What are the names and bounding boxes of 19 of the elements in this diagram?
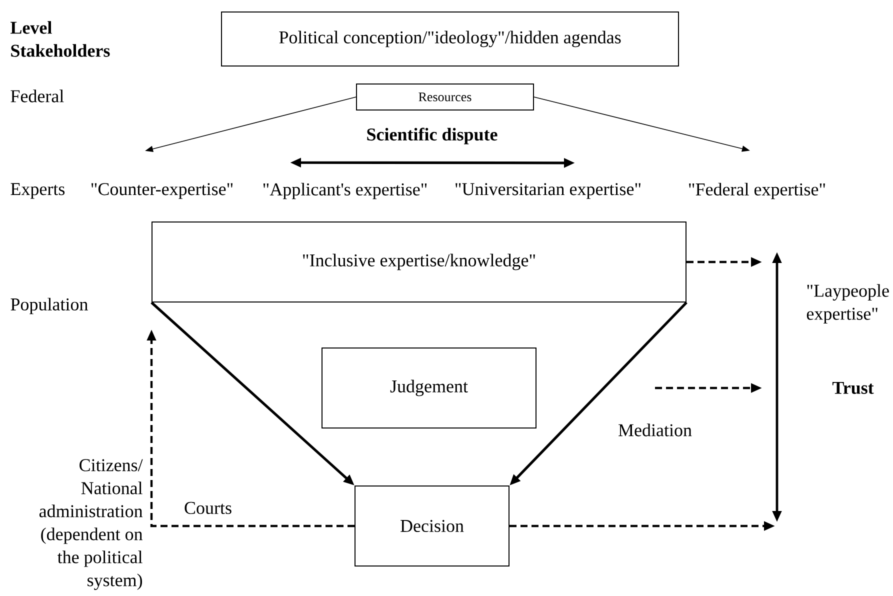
level-label: Population [10, 298, 88, 314]
process-box: "Inclusive expertise/knowledge" [152, 222, 686, 302]
level-label: Federal [10, 90, 64, 102]
process-box: Decision [354, 485, 510, 566]
expertise-text: "Universitarian expertise" [456, 183, 640, 199]
edge-label: Courts [183, 500, 234, 516]
text-label: Trust [832, 382, 874, 394]
expertise-text: "Counter-expertise" [91, 183, 233, 199]
process-box: Political conception/"ideology"/hidden agendas [221, 12, 679, 66]
process-box: Resources [356, 84, 534, 110]
text-label: Level Stakeholders [10, 21, 110, 57]
text-label: Mediation [618, 424, 692, 436]
level-label: "Laypeople expertise" [806, 284, 889, 324]
text-label: Experts [10, 183, 65, 199]
expertise-text: "Applicant's expertise" [263, 182, 427, 200]
process-box: Judgement [322, 347, 536, 428]
text-label: Citizens/ National administration (dependent on the political system) [39, 459, 143, 590]
expertise-text: "Federal expertise" [689, 182, 825, 200]
edge-label: Scientific dispute [365, 126, 499, 146]
